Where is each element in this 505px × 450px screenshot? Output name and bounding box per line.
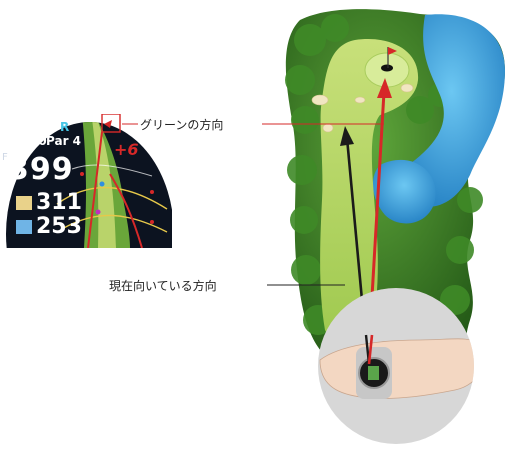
fairway — [320, 39, 419, 346]
flag — [388, 47, 397, 55]
distance-front: 399 — [8, 152, 74, 187]
green-direction-highlight — [101, 114, 121, 133]
water-hazard-lower — [372, 159, 436, 224]
par-label: Par 4 — [46, 134, 82, 148]
watch-screen: #10 Par 4 R +6 F 399 311 253 — [2, 114, 172, 248]
wrist-inset-content — [319, 338, 474, 399]
distance-second: 311 — [36, 190, 82, 215]
water-hazard — [398, 14, 505, 207]
label-current-direction: 現在向いている方向 — [109, 279, 217, 293]
hole-number: #10 — [20, 134, 47, 148]
label-green-direction: グリーンの方向 — [140, 118, 224, 132]
watch-screen-graphic — [6, 114, 172, 248]
watch-direction-pointer — [104, 120, 112, 128]
distance-third: 253 — [36, 214, 82, 239]
cup — [381, 64, 393, 72]
elevation-value: +6 — [114, 140, 139, 159]
tree-clusters — [285, 14, 483, 364]
distance-f-label: F — [2, 152, 8, 163]
marker-r: R — [60, 120, 70, 134]
